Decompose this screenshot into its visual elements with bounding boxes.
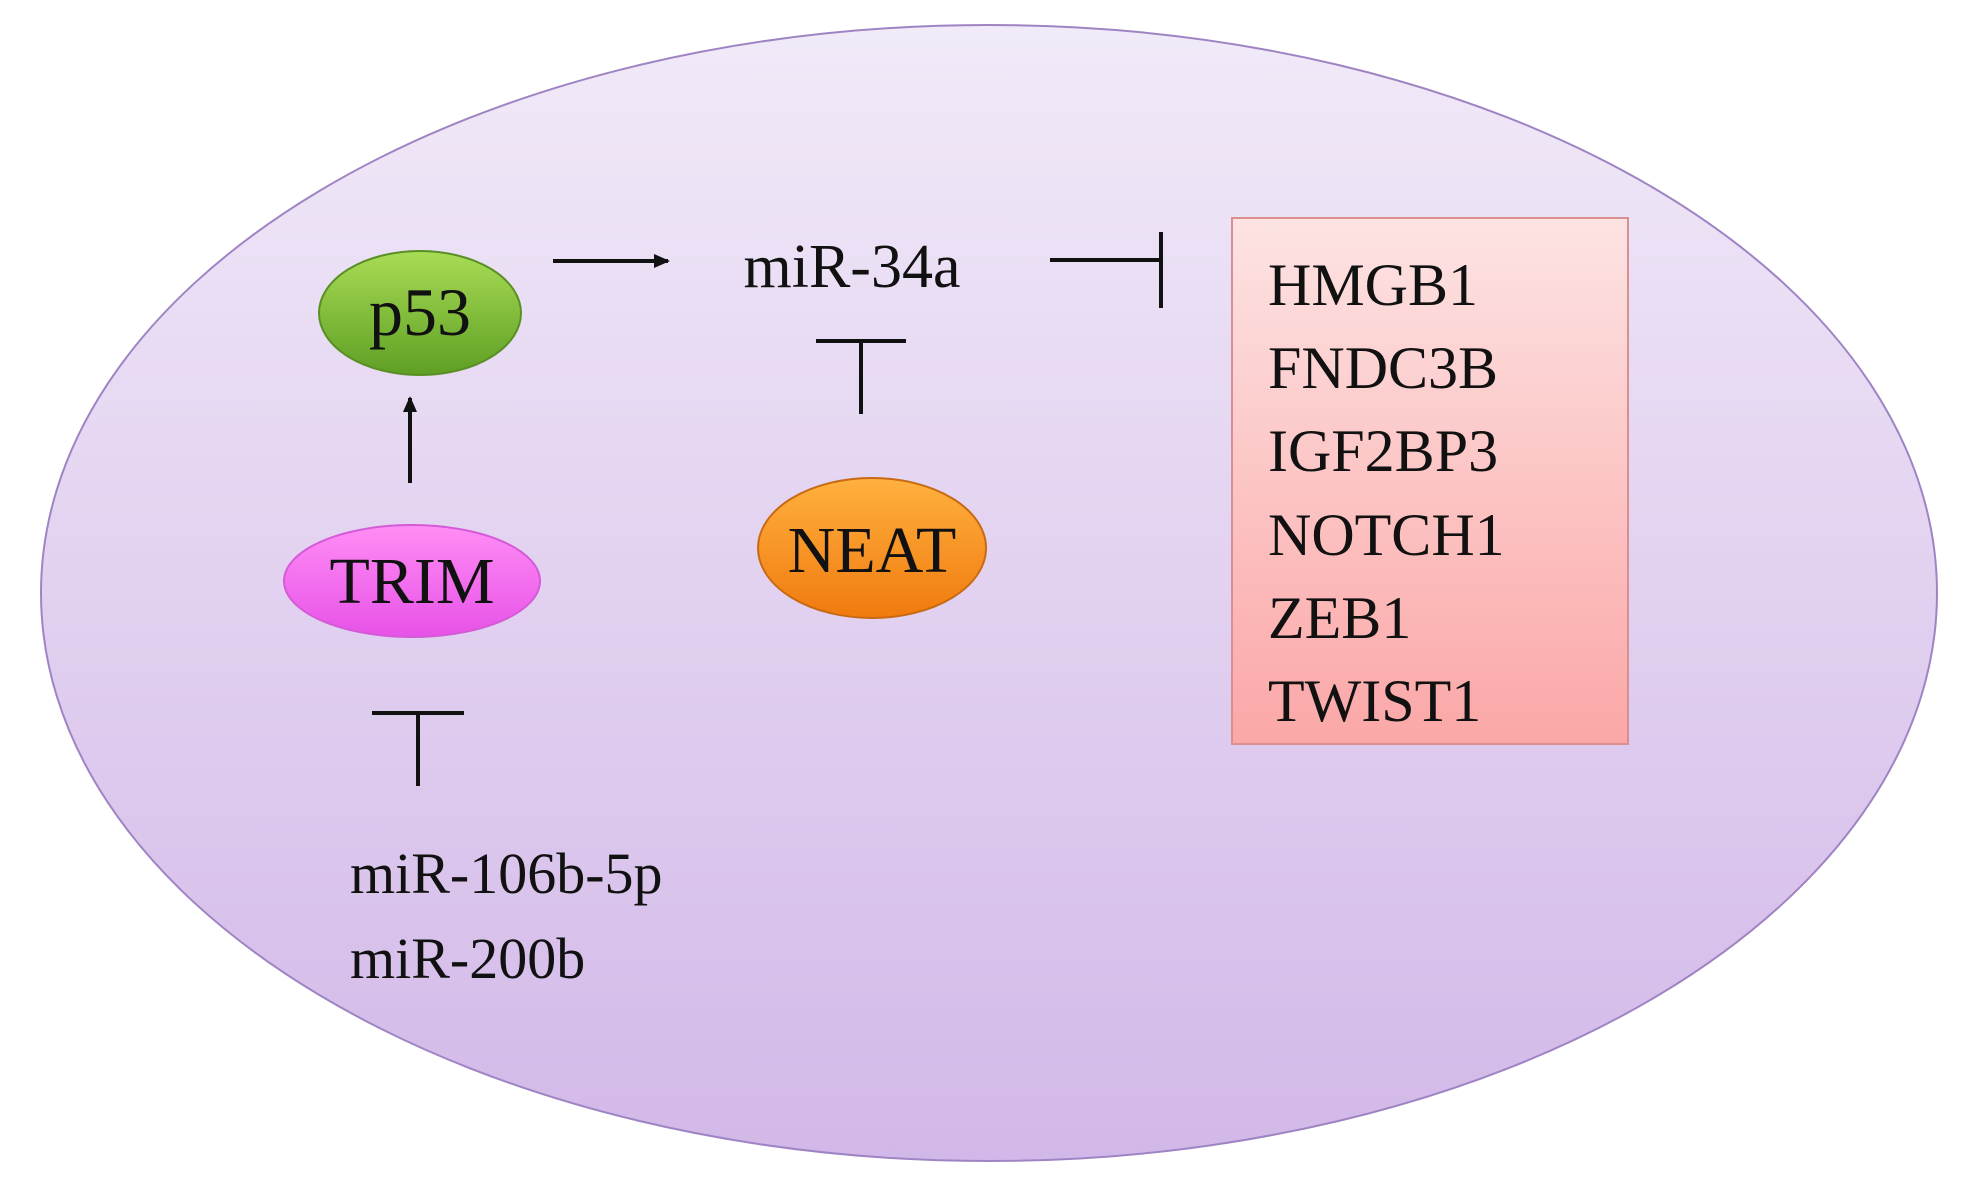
trim-ellipse [283, 524, 541, 638]
trim-node: TRIM [283, 524, 541, 638]
p53-label: p53 [369, 274, 471, 350]
neat-label: NEAT [788, 514, 957, 587]
target-gene-4: NOTCH1 [1268, 502, 1505, 568]
p53-ellipse [318, 250, 522, 376]
target-gene-6: TWIST1 [1268, 668, 1481, 734]
neat-ellipse [757, 477, 987, 619]
target-gene-2: FNDC3B [1268, 335, 1498, 401]
mir34a-label: miR-34a [744, 233, 961, 301]
inhibitor-label-2: miR-200b [350, 926, 585, 991]
neat-node: NEAT [757, 477, 987, 619]
inhibitor-label-1: miR-106b-5p [350, 841, 663, 906]
target-gene-5: ZEB1 [1268, 585, 1411, 651]
inhibition-neat-to-mir34a [816, 339, 906, 414]
target-box [1231, 217, 1629, 745]
p53-node: p53 [318, 250, 522, 376]
inhibition-mirnas-to-trim [372, 711, 464, 786]
trim-label: TRIM [330, 545, 495, 618]
inhibition-mir34a-to-targets [1050, 232, 1163, 308]
target-gene-3: IGF2BP3 [1268, 418, 1498, 484]
target-gene-1: HMGB1 [1268, 252, 1478, 318]
